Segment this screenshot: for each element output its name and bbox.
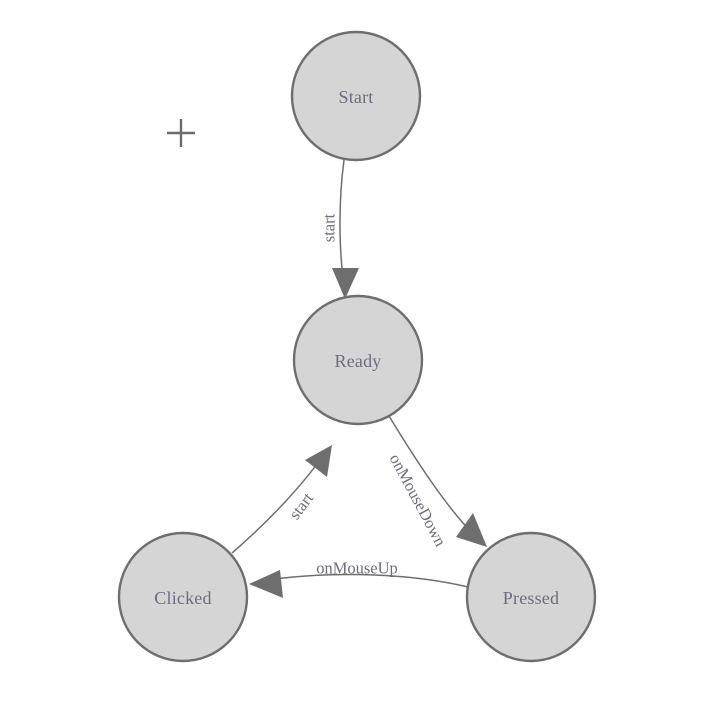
node-ready-circle[interactable] <box>292 294 424 426</box>
node-pressed[interactable]: Pressed <box>465 531 597 663</box>
edge-label-clicked-to-ready: start <box>285 489 318 523</box>
edge-clicked-to-ready[interactable]: start <box>231 445 332 554</box>
edge-label-pressed-to-clicked: onMouseUp <box>316 559 398 578</box>
node-start-circle[interactable] <box>290 30 422 162</box>
edge-pressed-to-clicked-arrowhead <box>249 570 283 598</box>
node-clicked-label: Clicked <box>154 588 211 608</box>
edge-clicked-to-ready-arrowhead <box>305 445 332 477</box>
node-ready-label: Ready <box>335 351 382 371</box>
node-pressed-label: Pressed <box>503 588 559 608</box>
node-ready[interactable]: Ready <box>292 294 424 426</box>
edge-ready-to-pressed-arrowhead <box>456 513 487 547</box>
node-start-label: Start <box>339 87 374 107</box>
edge-start-to-ready-arrowhead <box>332 268 359 299</box>
node-pressed-circle[interactable] <box>465 531 597 663</box>
edge-start-to-ready[interactable]: start <box>320 159 360 299</box>
edge-pressed-to-clicked[interactable]: onMouseUp <box>249 559 469 599</box>
node-clicked[interactable]: Clicked <box>117 531 249 663</box>
node-start[interactable]: Start <box>290 30 422 162</box>
edge-ready-to-pressed[interactable]: onMouseDown <box>386 415 487 550</box>
crosshair-cursor-icon <box>167 119 195 147</box>
edge-label-ready-to-pressed: onMouseDown <box>386 451 451 550</box>
edge-label-start-to-ready: start <box>320 213 339 242</box>
node-clicked-circle[interactable] <box>117 531 249 663</box>
edge-pressed-to-clicked-path <box>260 573 469 588</box>
